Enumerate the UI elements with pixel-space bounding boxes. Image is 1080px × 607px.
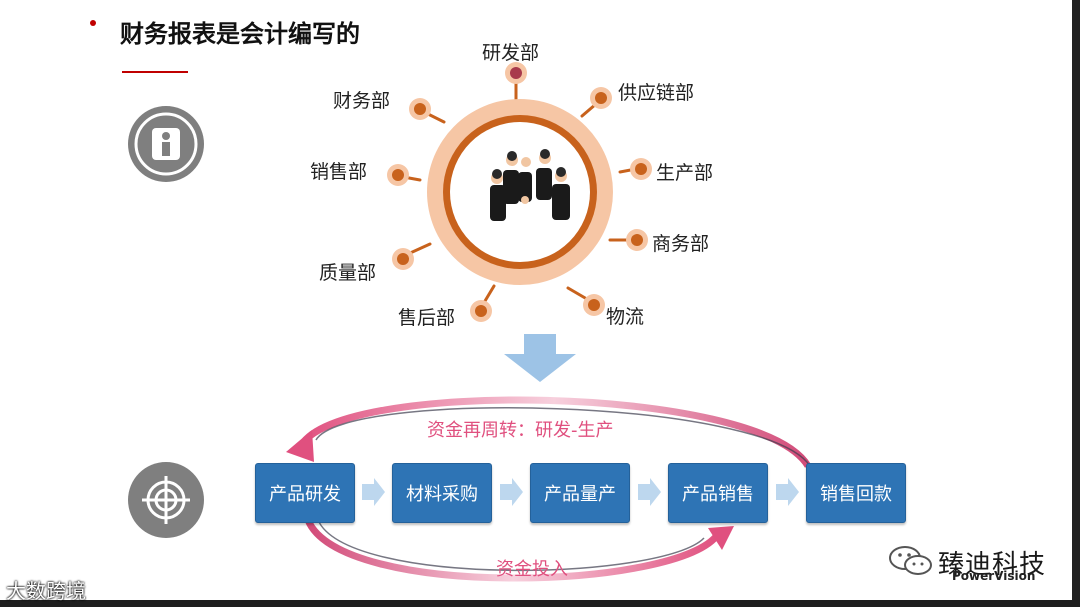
dept-supply-chain: 供应链部 [618,82,695,104]
target-icon [128,462,204,538]
step-arrow-1 [362,478,385,506]
step-sales-payback: 销售回款 [806,463,906,523]
dept-rd: 研发部 [482,42,540,64]
brand-name: 臻迪科技 [938,550,1047,580]
top-loop-arrowhead [286,430,314,462]
step-material-purchase: 材料采购 [392,463,492,523]
title-bullet [90,20,96,26]
dept-logistics: 物流 [606,306,645,328]
step-product-rd: 产品研发 [255,463,355,523]
watermark: 大数跨境 [6,579,86,603]
team-illustration [490,149,570,221]
wechat-icon [889,546,932,575]
bottom-bar [0,600,1080,607]
down-arrow-icon [504,334,576,382]
dept-production: 生产部 [656,162,714,184]
dept-sales: 销售部 [310,161,368,183]
step-mass-production: 产品量产 [530,463,630,523]
step-arrow-4 [776,478,799,506]
page-title: 财务报表是会计编写的 [120,20,360,48]
title-underline [122,71,188,73]
dept-after-sales: 售后部 [398,307,456,329]
top-loop-label: 资金再周转：研发-生产 [427,420,614,441]
dept-finance: 财务部 [333,90,391,112]
step-arrow-2 [500,478,523,506]
bottom-loop-arrowhead [708,526,734,550]
step-product-sales: 产品销售 [668,463,768,523]
brand-subtitle: PowerVision [952,569,1036,583]
dept-business: 商务部 [652,233,710,255]
bottom-loop-label: 资金投入 [496,559,568,580]
info-icon [128,106,204,182]
step-arrow-3 [638,478,661,506]
bottom-loop-arrow [304,518,721,582]
dept-quality: 质量部 [319,262,377,284]
top-loop-arrow [296,396,812,468]
